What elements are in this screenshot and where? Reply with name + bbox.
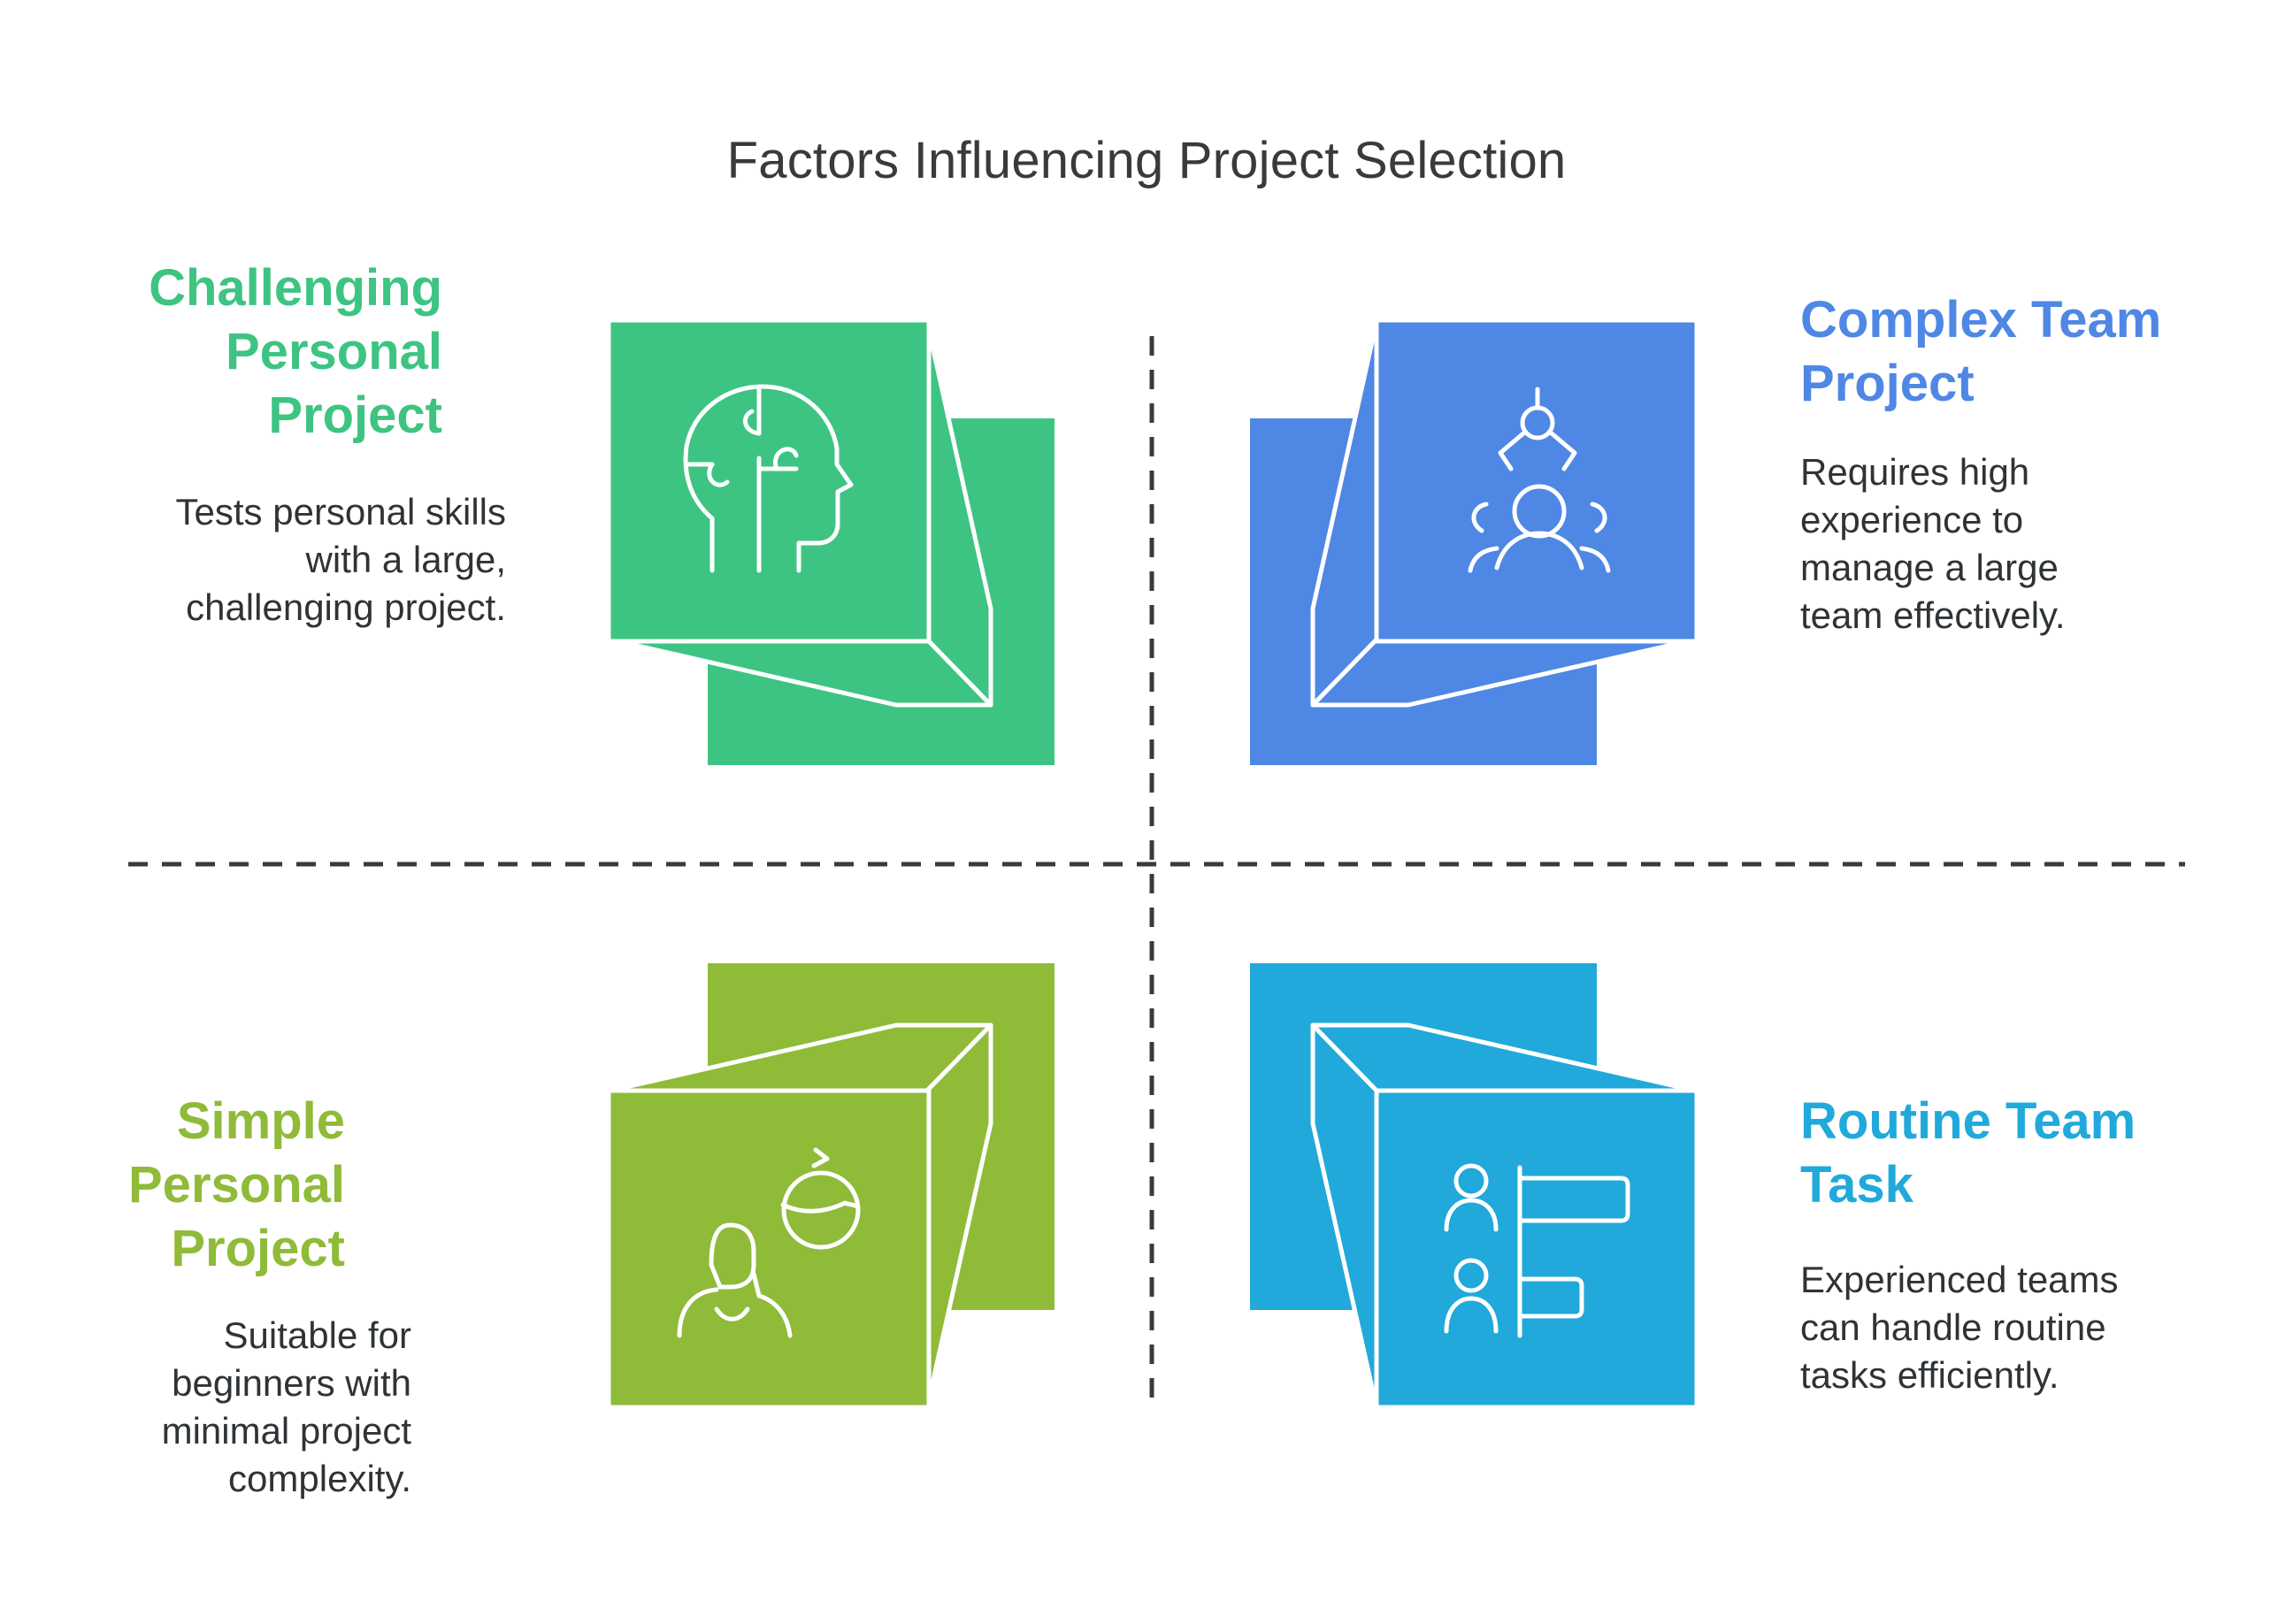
description-challenging-personal-project: Tests personal skills with a large, chal… (53, 488, 506, 632)
description-line: challenging project. (186, 586, 506, 628)
simple-personal-project-block (606, 963, 1054, 1410)
people-tasks-icon (1444, 1163, 1630, 1338)
description-line: tasks efficiently. (1800, 1354, 2059, 1396)
description-line: Requires high (1800, 451, 2030, 493)
description-line: Suitable for (223, 1314, 411, 1356)
description-line: team effectively. (1800, 594, 2066, 636)
description-routine-team-task: Experienced teams can handle routine tas… (1800, 1256, 2260, 1399)
person-refresh-icon (677, 1147, 861, 1338)
heading-line: Personal (226, 323, 442, 380)
heading-line: Project (1800, 355, 1975, 412)
description-line: beginners with (172, 1362, 411, 1404)
front-panel (1374, 318, 1699, 644)
description-line: manage a large (1800, 547, 2059, 588)
heading-line: Project (171, 1220, 345, 1277)
front-panel (606, 1088, 932, 1410)
heading-line: Simple (176, 1092, 345, 1150)
heading-line: Task (1800, 1156, 1913, 1214)
heading-simple-personal-project: Simple Personal Project (80, 1090, 345, 1281)
description-line: Tests personal skills (175, 491, 506, 532)
description-simple-personal-project: Suitable for beginners with minimal proj… (88, 1312, 411, 1503)
front-panel (1374, 1088, 1699, 1410)
head-puzzle-icon (683, 384, 854, 573)
description-line: complexity. (228, 1458, 411, 1499)
heading-line: Project (268, 387, 442, 444)
heading-line: Complex Team (1800, 291, 2162, 349)
heading-line: Challenging (149, 259, 442, 317)
heading-complex-team-project: Complex Team Project (1800, 288, 2260, 416)
description-complex-team-project: Requires high experience to manage a lar… (1800, 448, 2260, 640)
complex-team-project-block (1250, 318, 1699, 765)
team-leader-icon (1468, 387, 1611, 573)
challenging-personal-project-block (606, 318, 1054, 765)
routine-team-task-block (1250, 963, 1699, 1410)
front-panel (606, 318, 932, 644)
description-line: can handle routine (1800, 1306, 2106, 1348)
heading-line: Routine Team (1800, 1092, 2136, 1150)
diagram-title: Factors Influencing Project Selection (726, 132, 1567, 189)
heading-routine-team-task: Routine Team Task (1800, 1090, 2260, 1217)
heading-line: Personal (128, 1156, 345, 1214)
description-line: experience to (1800, 499, 2024, 540)
description-line: Experienced teams (1800, 1259, 2119, 1300)
heading-challenging-personal-project: Challenging Personal Project (88, 257, 442, 448)
description-line: minimal project (161, 1410, 411, 1452)
description-line: with a large, (305, 539, 506, 580)
